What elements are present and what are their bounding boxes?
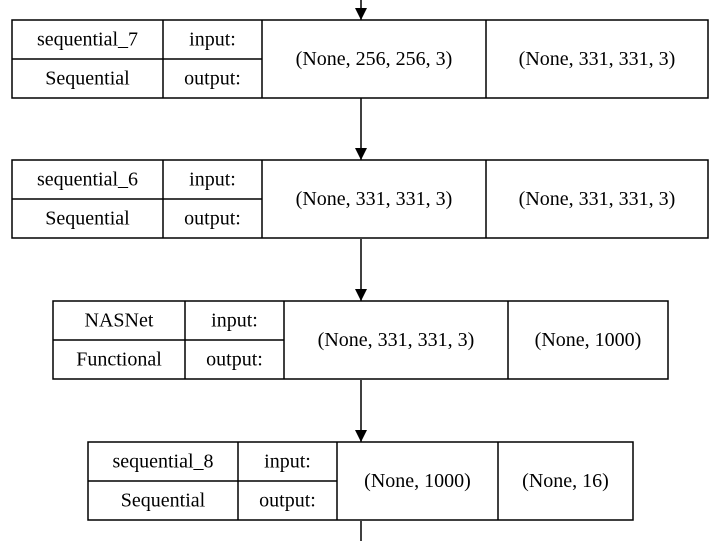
layer-name: NASNet	[85, 310, 154, 332]
edge-arrowhead-2-3	[355, 289, 367, 301]
input-shape: (None, 331, 331, 3)	[318, 329, 475, 351]
layer-type: Functional	[76, 349, 162, 371]
input-label: input:	[264, 451, 311, 473]
output-shape: (None, 331, 331, 3)	[519, 188, 676, 210]
edge-arrowhead-1-2	[355, 148, 367, 160]
output-label: output:	[184, 68, 241, 90]
output-label: output:	[184, 208, 241, 230]
layer-name: sequential_6	[37, 169, 138, 191]
input-shape: (None, 331, 331, 3)	[296, 188, 453, 210]
layer-type: Sequential	[45, 68, 130, 90]
edge-arrowhead-3-4	[355, 430, 367, 442]
input-shape: (None, 1000)	[364, 470, 471, 492]
output-shape: (None, 16)	[522, 470, 609, 492]
input-shape: (None, 256, 256, 3)	[296, 48, 453, 70]
layer-name: sequential_8	[112, 451, 213, 473]
layer-type: Sequential	[45, 208, 130, 230]
output-label: output:	[259, 490, 316, 512]
edge-arrowhead-incoming	[355, 8, 367, 20]
input-label: input:	[189, 169, 236, 191]
layer-name: sequential_7	[37, 29, 138, 51]
output-shape: (None, 331, 331, 3)	[519, 48, 676, 70]
input-label: input:	[189, 29, 236, 51]
layer-type: Sequential	[121, 490, 206, 512]
edges	[355, 0, 367, 541]
output-label: output:	[206, 349, 263, 371]
output-shape: (None, 1000)	[535, 329, 642, 351]
input-label: input:	[211, 310, 258, 332]
